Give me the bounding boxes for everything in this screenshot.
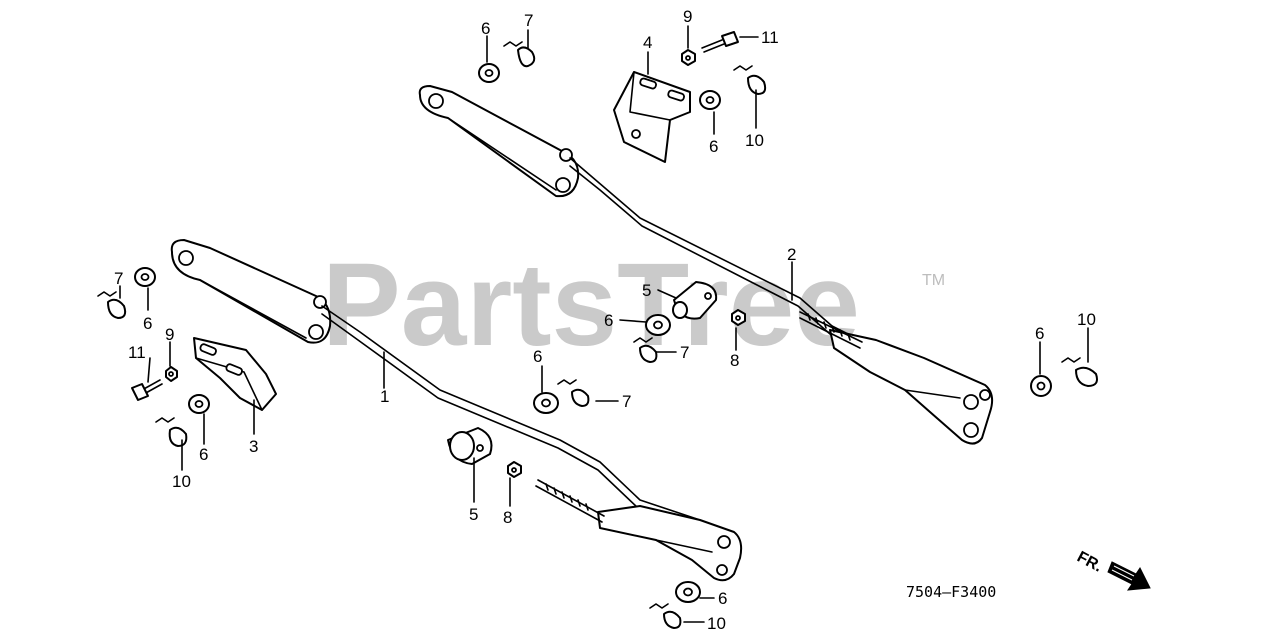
nut[interactable] — [507, 461, 522, 478]
callout-part-3: 3 — [249, 437, 258, 456]
callout-part-6: 6 — [1035, 324, 1044, 343]
front-direction-label: FR. — [1074, 549, 1105, 576]
nut[interactable] — [731, 309, 746, 326]
callout-part-11: 11 — [128, 343, 146, 362]
callout-part-6: 6 — [709, 137, 718, 156]
upper-bracket[interactable] — [613, 71, 691, 163]
callout-part-10: 10 — [1077, 310, 1096, 329]
lower-bracket[interactable] — [193, 337, 277, 411]
callout-part-7: 7 — [680, 343, 689, 362]
callout-part-11: 11 — [761, 28, 779, 47]
cotter-pin[interactable] — [633, 337, 658, 363]
callout-part-6: 6 — [143, 314, 152, 333]
diagram-code: 7504—F3400 — [906, 583, 996, 601]
callout-part-6: 6 — [533, 347, 542, 366]
washer[interactable] — [645, 314, 671, 336]
upper-threaded-adjuster[interactable] — [799, 311, 863, 349]
washer[interactable] — [699, 90, 721, 110]
cotter-pin[interactable] — [733, 65, 767, 95]
washer[interactable] — [134, 267, 156, 287]
callout-part-7: 7 — [524, 11, 533, 30]
callout-part-6: 6 — [481, 19, 490, 38]
callout-part-5: 5 — [642, 281, 651, 300]
washer[interactable] — [675, 581, 701, 603]
callout-labels: 1 2 3 4 5 5 6 6 6 6 6 6 6 6 7 7 7 7 8 8 … — [114, 7, 1096, 633]
upper-joint[interactable] — [672, 281, 718, 320]
lower-joint[interactable] — [447, 427, 493, 465]
callout-part-8: 8 — [730, 351, 739, 370]
callout-part-1: 1 — [380, 387, 389, 406]
bolt[interactable] — [131, 379, 163, 401]
lower-rod-end-bracket[interactable] — [597, 505, 743, 582]
callout-part-10: 10 — [707, 614, 726, 633]
lower-threaded-adjuster[interactable] — [535, 479, 605, 523]
watermark-brand: PartsTree — [322, 239, 860, 371]
leader-lines — [119, 25, 1089, 623]
lower-linkage-arm[interactable] — [170, 239, 332, 344]
washer[interactable] — [533, 392, 559, 414]
cotter-pin[interactable] — [97, 291, 127, 319]
cotter-pin[interactable] — [557, 379, 590, 407]
washer[interactable] — [1030, 375, 1052, 397]
upper-rod-end-bracket[interactable] — [829, 329, 994, 445]
upper-linkage-arm[interactable] — [418, 85, 580, 198]
callout-part-4: 4 — [643, 33, 652, 52]
callout-part-6: 6 — [718, 589, 727, 608]
callout-part-9: 9 — [165, 325, 174, 344]
cotter-pin[interactable] — [503, 41, 536, 68]
callout-part-9: 9 — [683, 7, 692, 26]
callout-part-6: 6 — [604, 311, 613, 330]
callout-part-8: 8 — [503, 508, 512, 527]
washer[interactable] — [478, 63, 500, 83]
callout-part-7: 7 — [622, 392, 631, 411]
cotter-pin[interactable] — [1061, 357, 1098, 387]
nut[interactable] — [681, 49, 696, 66]
bolt[interactable] — [701, 31, 739, 53]
callout-part-2: 2 — [787, 245, 796, 264]
callout-part-10: 10 — [172, 472, 191, 491]
callout-part-7: 7 — [114, 269, 123, 288]
nut[interactable] — [165, 366, 178, 382]
callout-part-10: 10 — [745, 131, 764, 150]
cotter-pin[interactable] — [649, 603, 682, 629]
watermark-trademark: TM — [922, 272, 945, 289]
callout-part-5: 5 — [469, 505, 478, 524]
front-direction-indicator: FR. — [1074, 549, 1151, 591]
washer[interactable] — [188, 394, 210, 414]
arrow-right-icon — [1107, 561, 1151, 591]
callout-part-6: 6 — [199, 445, 208, 464]
